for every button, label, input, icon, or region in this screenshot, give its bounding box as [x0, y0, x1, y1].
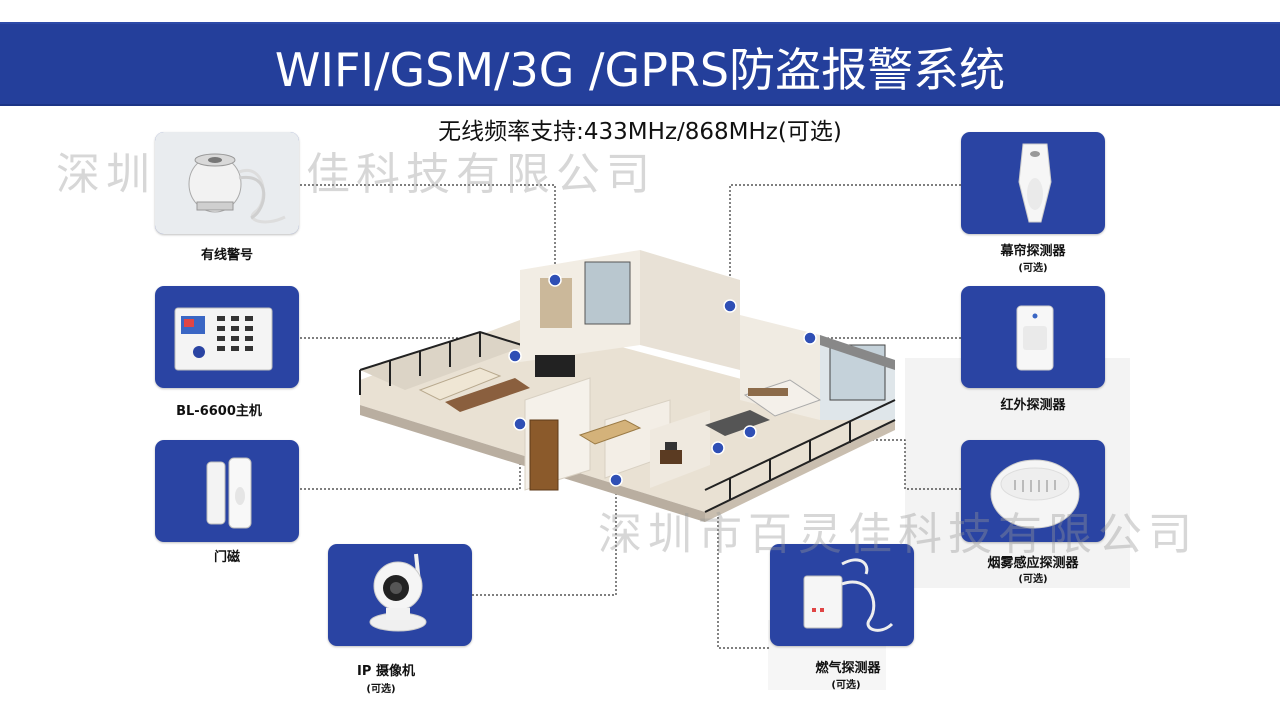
- host-card[interactable]: [155, 286, 299, 388]
- pir-label: 红外探测器: [1000, 398, 1066, 413]
- header-banner: WIFI/GSM/3G /GPRS防盗报警系统: [0, 22, 1280, 106]
- camera-icon: [369, 553, 427, 632]
- gas-label: 燃气探测器: [815, 661, 881, 676]
- host-label: BL-6600主机: [176, 404, 262, 419]
- siren-icon: [155, 132, 299, 234]
- curtain-label: 幕帘探测器: [1000, 244, 1066, 259]
- smoke-label: 烟雾感应探测器: [987, 556, 1079, 571]
- smoke-optional-note: (可选): [1018, 574, 1048, 585]
- door-sensor-icon: [206, 457, 252, 529]
- siren-label: 有线警号: [200, 248, 253, 263]
- control-panel-icon: [174, 307, 273, 371]
- pir-detector-icon: [1016, 305, 1054, 371]
- smoke-detector-icon: [990, 459, 1080, 529]
- gas-card[interactable]: [770, 544, 914, 646]
- pir-card[interactable]: [961, 286, 1105, 388]
- door-label: 门磁: [213, 550, 240, 565]
- camera-optional-note: (可选): [366, 684, 396, 695]
- door-card[interactable]: [155, 440, 299, 542]
- smoke-card[interactable]: [961, 440, 1105, 542]
- camera-card[interactable]: [328, 544, 472, 646]
- curtain-card[interactable]: [961, 132, 1105, 234]
- curtain-optional-note: (可选): [1018, 263, 1048, 274]
- siren-card[interactable]: [155, 132, 299, 234]
- gas-detector-icon: [803, 558, 894, 632]
- page-title: WIFI/GSM/3G /GPRS防盗报警系统: [274, 43, 1006, 97]
- curtain-detector-icon: [1018, 143, 1052, 223]
- camera-label: IP 摄像机: [357, 664, 415, 679]
- frequency-subtitle: 无线频率支持:433MHz/868MHz(可选): [438, 119, 842, 145]
- gas-optional-note: (可选): [831, 680, 861, 691]
